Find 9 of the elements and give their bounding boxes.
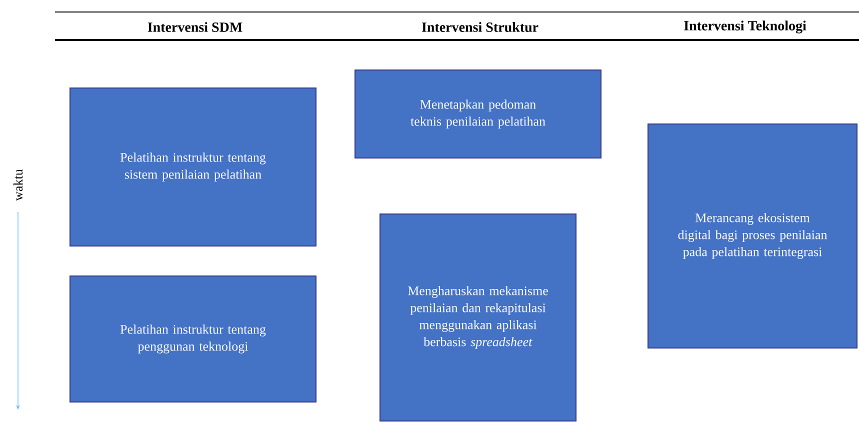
column-heading: Intervensi Teknologi bbox=[684, 20, 806, 34]
column-heading: Intervensi Struktur bbox=[422, 22, 538, 32]
process-box: Pelatihan instruktur tentang penggunan teknologi bbox=[70, 276, 316, 402]
process-box: Pelatihan instruktur tentang sistem penilaian pelatihan bbox=[70, 88, 316, 246]
axis-label: waktu bbox=[13, 169, 23, 201]
process-box: Menetapkan pedoman teknis penilaian pelatihan bbox=[354, 70, 602, 158]
column-heading: Intervensi SDM bbox=[148, 22, 242, 32]
process-box: Mengharuskan mekanisme penilaian dan rekapitulasi menggunakan aplikasi berbasis spreadsheet bbox=[380, 214, 576, 422]
process-box: Merancang ekosistem digital bagi proses penilaian pada pelatihan terintegrasi bbox=[648, 124, 858, 348]
